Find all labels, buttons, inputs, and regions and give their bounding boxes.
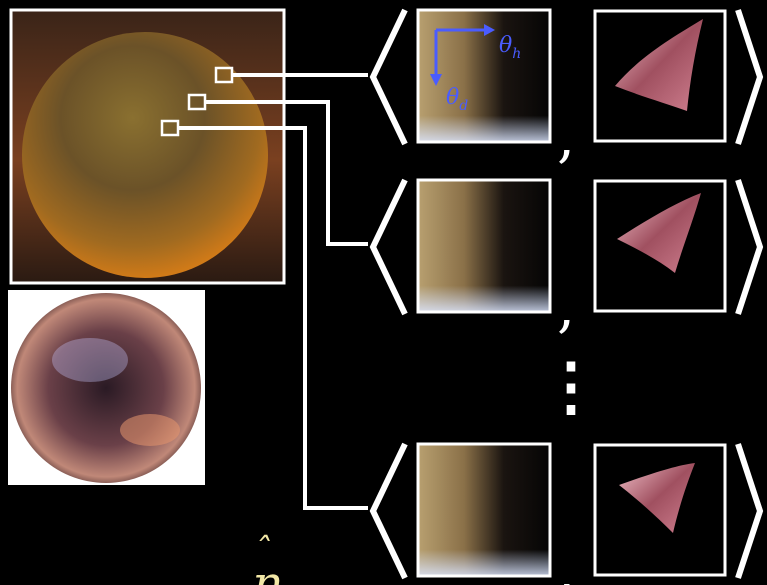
brdf-slice-highlight — [418, 180, 550, 312]
left-angle-bracket — [373, 180, 405, 314]
left-angle-bracket — [373, 444, 405, 578]
pair-row: , — [373, 180, 760, 340]
left-angle-bracket — [373, 10, 405, 144]
right-angle-bracket — [738, 444, 760, 578]
pair-rows: ,,, — [373, 10, 760, 585]
environment-map-image — [11, 293, 201, 483]
pair-separator: , — [557, 275, 575, 340]
pair-row: , — [373, 10, 760, 170]
right-angle-bracket — [738, 10, 760, 144]
pair-row: , — [373, 444, 760, 585]
vertical-ellipsis: ⋮ — [539, 349, 603, 424]
normal-symbol: n — [253, 556, 284, 585]
pair-separator: , — [557, 539, 575, 585]
rendered-sphere-panel — [11, 10, 284, 283]
environment-map-reflection — [120, 414, 180, 446]
environment-map-panel — [8, 290, 205, 485]
pair-separator: , — [557, 105, 575, 170]
right-angle-bracket — [738, 180, 760, 314]
normal-label: ˆ n — [253, 531, 284, 585]
environment-map-reflection — [52, 338, 128, 382]
brdf-slice-highlight — [418, 444, 550, 576]
